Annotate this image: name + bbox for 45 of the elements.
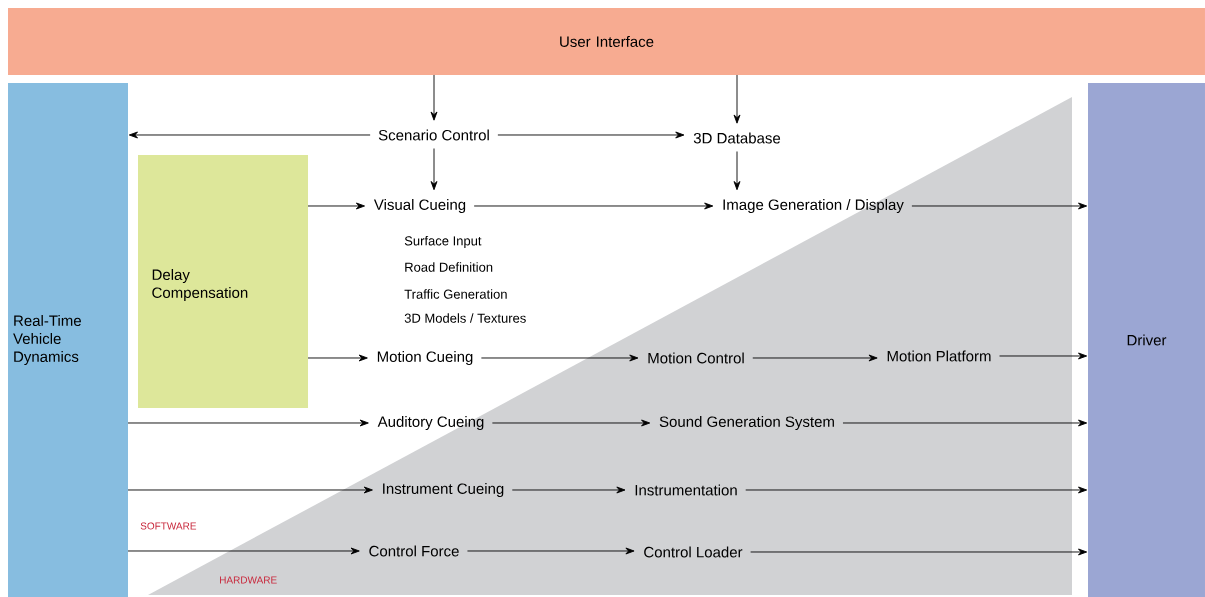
arrow	[473, 202, 714, 210]
delay-compensation-box: Delay Compensation	[138, 155, 308, 408]
arrow	[733, 74, 741, 124]
arrow	[491, 419, 651, 427]
process-label: Instrumentation	[635, 484, 737, 496]
arrow	[430, 148, 438, 191]
arrow	[127, 419, 369, 427]
arrow	[733, 151, 741, 191]
arrow	[127, 547, 360, 555]
process-label: Visual Cueing	[373, 199, 466, 213]
process-label: Motion Platform	[887, 350, 991, 362]
arrow	[467, 547, 635, 555]
process-label: Scenario Control	[378, 129, 489, 141]
process-label: Sound Generation System	[659, 416, 834, 430]
arrow	[128, 131, 371, 139]
arrow	[999, 352, 1088, 360]
arrow	[750, 548, 1088, 556]
arrow	[911, 202, 1088, 210]
process-label: Control Force	[369, 545, 459, 557]
arrow	[511, 486, 626, 494]
arrow	[430, 74, 438, 121]
list-item: 3D Models / Textures	[404, 313, 526, 323]
region-label: SOFTWARE	[140, 522, 197, 530]
arrow	[307, 202, 365, 210]
arrow	[307, 354, 368, 362]
list-item: Surface Input	[404, 235, 482, 249]
band: Driver	[1088, 83, 1205, 597]
list-item: Traffic Generation	[404, 289, 507, 299]
arrow	[497, 131, 685, 139]
arrow	[480, 354, 639, 362]
arrow	[842, 419, 1088, 427]
arrow	[745, 486, 1088, 494]
process-label: Motion Cueing	[377, 351, 473, 365]
arrow	[752, 354, 878, 362]
process-label: Auditory Cueing	[377, 416, 484, 430]
region-label: HARDWARE	[220, 576, 277, 584]
band: Real-Time Vehicle Dynamics	[8, 83, 128, 597]
process-label: Instrument Cueing	[383, 483, 504, 497]
band: User Interface	[8, 8, 1205, 75]
arrow	[127, 486, 373, 494]
list-item: Road Definition	[405, 262, 493, 272]
process-label: Motion Control	[648, 352, 744, 364]
process-label: 3D Database	[693, 132, 781, 144]
process-label: Image Generation / Display	[723, 199, 904, 213]
process-label: Control Loader	[644, 546, 743, 558]
